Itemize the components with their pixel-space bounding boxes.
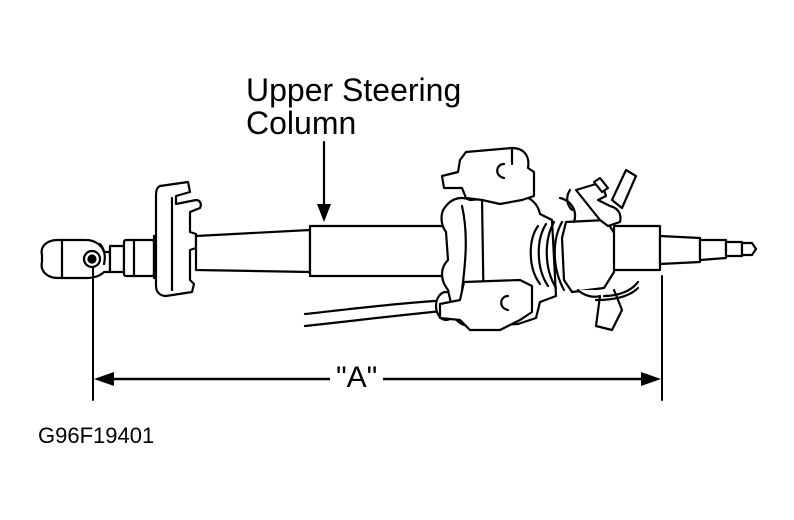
bearing-rings [529,220,566,292]
mounting-bracket [154,180,202,298]
upper-column-tube [308,224,462,278]
upper-clip [440,146,536,206]
wire-harness [303,290,458,328]
lower-shaft [194,228,312,274]
tilt-lever-assembly [558,168,640,332]
upper-end-tube [612,224,662,272]
callout-pointer-arrow [317,140,331,222]
figure-code: G96F19401 [38,423,155,448]
dimension-label: "A" [330,361,384,395]
callout-label-line1: Upper Steering [246,72,462,108]
lower-clip [438,278,534,332]
universal-joint-yoke [40,238,112,280]
callout-label-line2: Column [246,105,357,141]
stepped-shaft [658,234,758,266]
